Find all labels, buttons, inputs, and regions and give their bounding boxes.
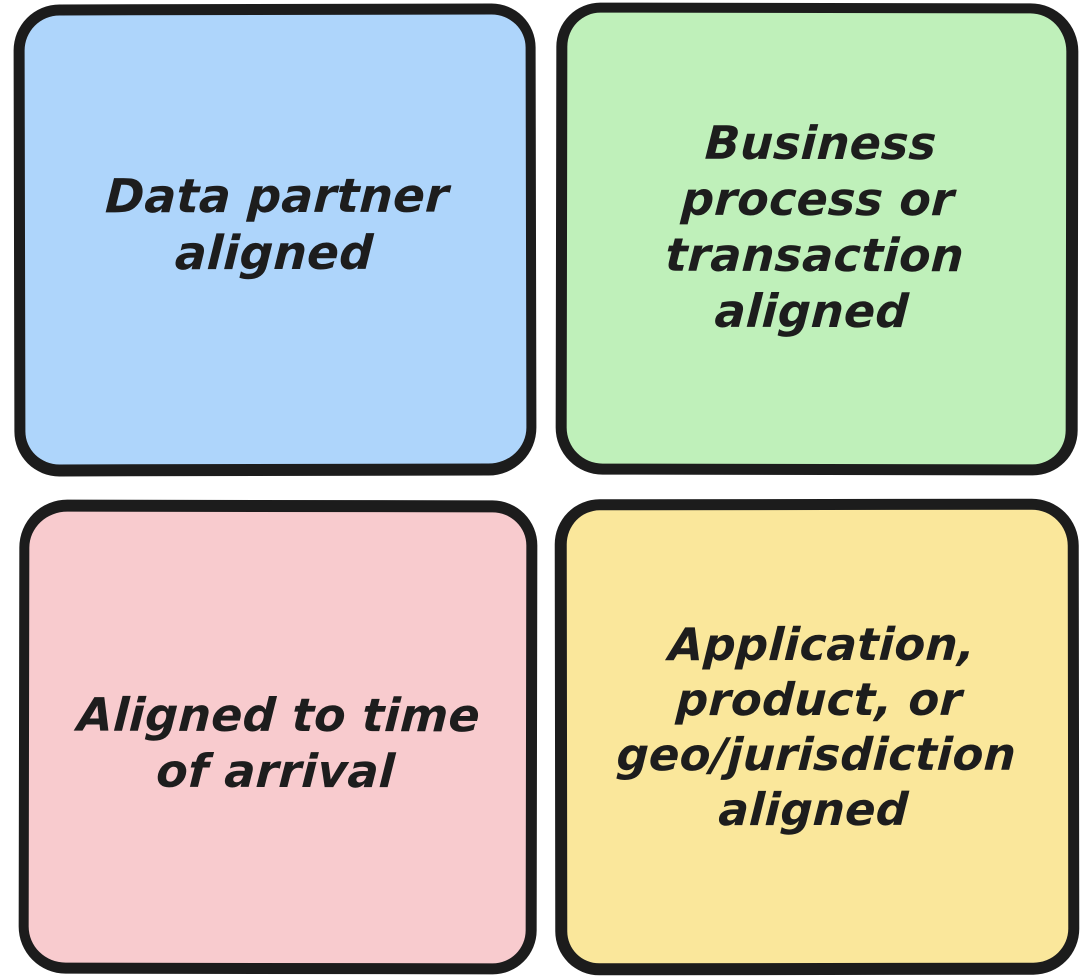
card-aligned-to-time-of-arrival[interactable]: Aligned to time of arrival (18, 499, 538, 975)
card-label-business-process-or-transaction-aligned: Business process or transaction aligned (664, 116, 966, 339)
card-data-partner-aligned[interactable]: Data partner aligned (13, 3, 537, 477)
card-application-product-or-geo-jurisdiction-aligned[interactable]: Application, product, or geo/jurisdictio… (554, 498, 1080, 976)
card-label-application-product-or-geo-jurisdiction-aligned: Application, product, or geo/jurisdictio… (615, 617, 1018, 836)
card-business-process-or-transaction-aligned[interactable]: Business process or transaction aligned (555, 2, 1079, 476)
card-label-data-partner-aligned: Data partner aligned (103, 168, 450, 282)
card-label-aligned-to-time-of-arrival: Aligned to time of arrival (76, 688, 482, 799)
